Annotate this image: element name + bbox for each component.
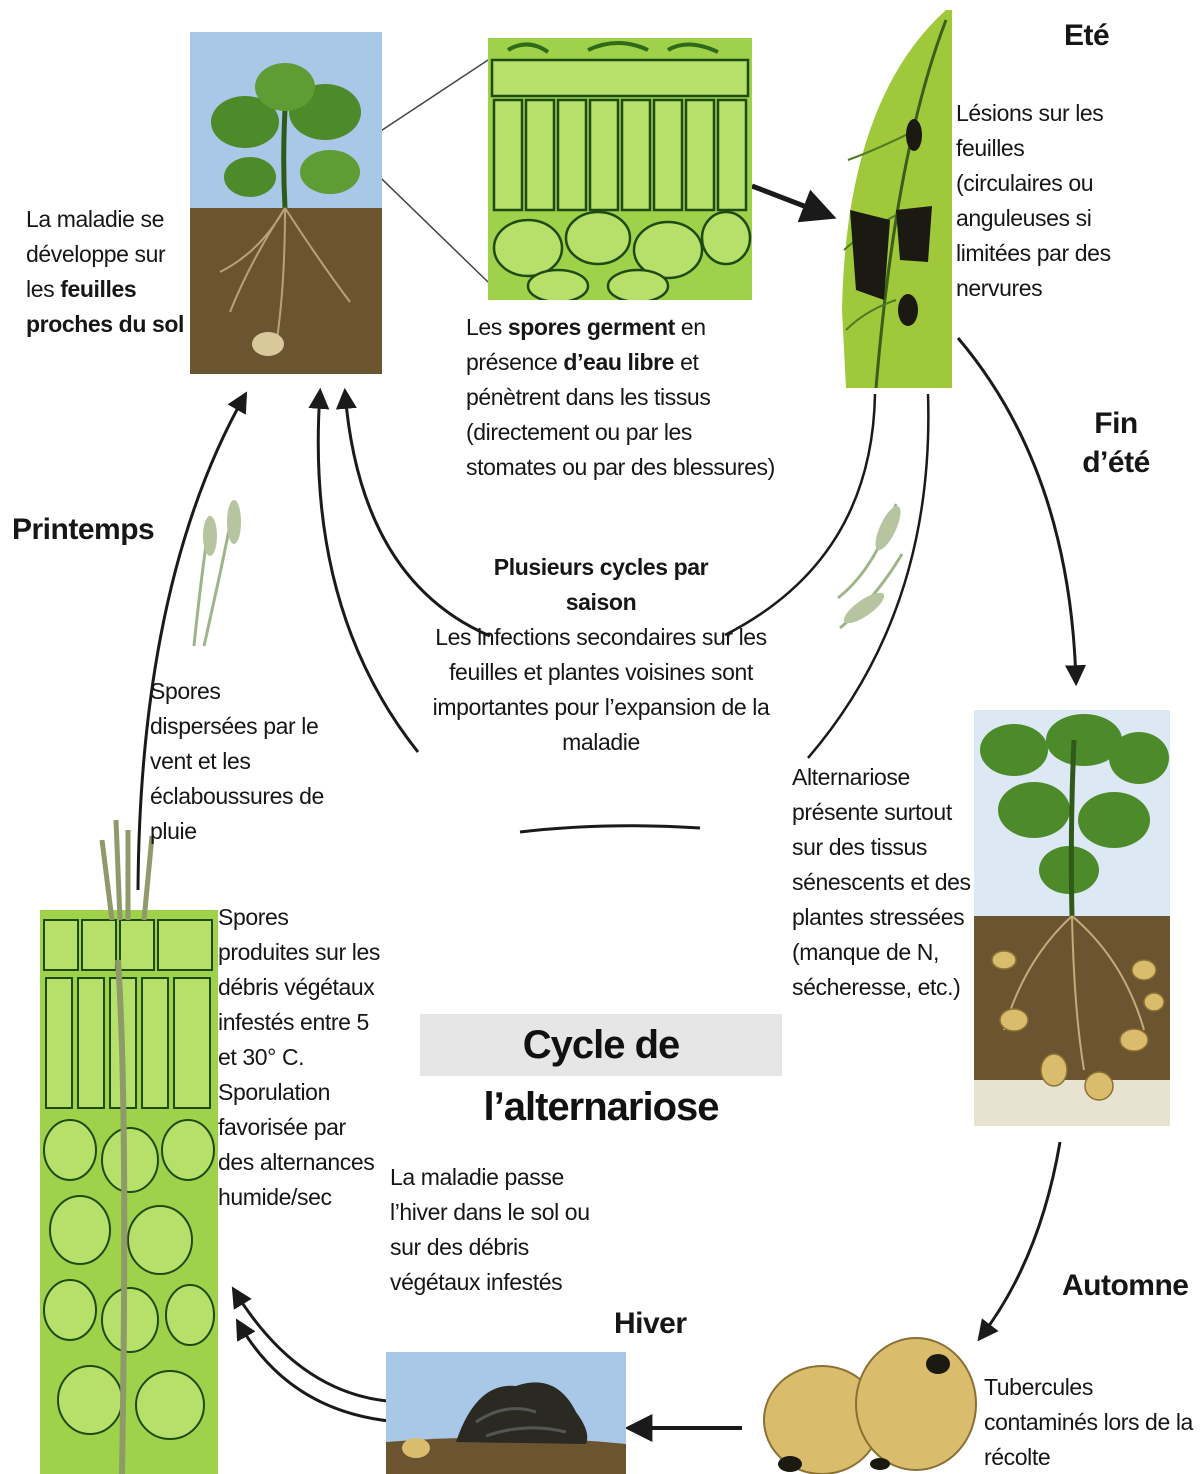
caption-multiple-cycles: Plusieurs cycles par saison Les infectio…: [430, 550, 772, 760]
season-printemps: Printemps: [12, 510, 154, 549]
sporulation-cell-illustration: [40, 810, 218, 1474]
caption-multiple-cycles-line-4: maladie: [430, 725, 772, 760]
season-hiver: Hiver: [614, 1304, 687, 1343]
arrow-plant-to-tubers: [980, 1142, 1060, 1338]
caption-multiple-cycles-line-1: Les infections secondaires sur les: [430, 620, 772, 655]
caption-multiple-cycles-heading-2: saison: [430, 585, 772, 620]
arrow-secondary-base: [520, 826, 700, 832]
caption-senescent-tissue: Alternariose présente surtout sur des ti…: [792, 760, 976, 1005]
season-ete: Eté: [1064, 16, 1109, 55]
caption-leaf-lesions: Lésions sur les feuilles (circulaires ou…: [956, 96, 1136, 306]
caption-spores-produced: Spores produites sur les débris végétaux…: [218, 900, 384, 1215]
caption-multiple-cycles-line-2: feuilles et plantes voisines sont: [430, 655, 772, 690]
caption-tubers-contaminated: Tubercules contaminés lors de la récolte: [984, 1370, 1198, 1474]
caption-spores-dispersed: Spores dispersées par le vent et les écl…: [150, 674, 326, 849]
infected-leaf-illustration: [836, 10, 952, 388]
secondary-spores-icon: [826, 498, 912, 640]
caption-overwinter: La maladie passe l’hiver dans le sol ou …: [390, 1160, 620, 1300]
season-fin-ete-line2: d’été: [1060, 443, 1172, 482]
arrow-cells-to-leaf: [752, 186, 830, 216]
dispersed-spores-icon: [186, 496, 250, 656]
arrow-leaf-to-plant: [958, 338, 1076, 682]
winter-debris-illustration: [386, 1352, 626, 1474]
late-summer-plant-illustration: [974, 710, 1170, 1126]
caption-multiple-cycles-heading-1: Plusieurs cycles par: [430, 550, 772, 585]
caption-leaves-near-soil: La maladie se développe sur les feuilles…: [26, 202, 188, 342]
leaf-cell-section-illustration: [488, 38, 752, 300]
caption-spores-germinate: Les spores germent en présence d’eau lib…: [466, 310, 786, 485]
caption-spores-germinate-part1: Les: [466, 314, 502, 340]
contaminated-tubers-illustration: [760, 1324, 978, 1474]
season-fin-ete-line1: Fin: [1060, 404, 1172, 443]
arrow-secondary-1: [318, 392, 418, 752]
diagram-title: Cycle de l’alternariose: [420, 1014, 782, 1076]
caption-spores-germinate-bold2: d’eau libre: [563, 349, 674, 375]
season-fin-ete: Fin d’été: [1060, 404, 1172, 482]
season-automne: Automne: [1062, 1266, 1189, 1305]
arrow-winter-to-cells-1: [234, 1290, 400, 1402]
arrow-winter-to-cells-2: [238, 1322, 400, 1422]
caption-spores-germinate-bold1: spores germent: [508, 314, 675, 340]
caption-multiple-cycles-line-3: importantes pour l’expansion de la: [430, 690, 772, 725]
spring-plant-illustration: [190, 32, 382, 374]
